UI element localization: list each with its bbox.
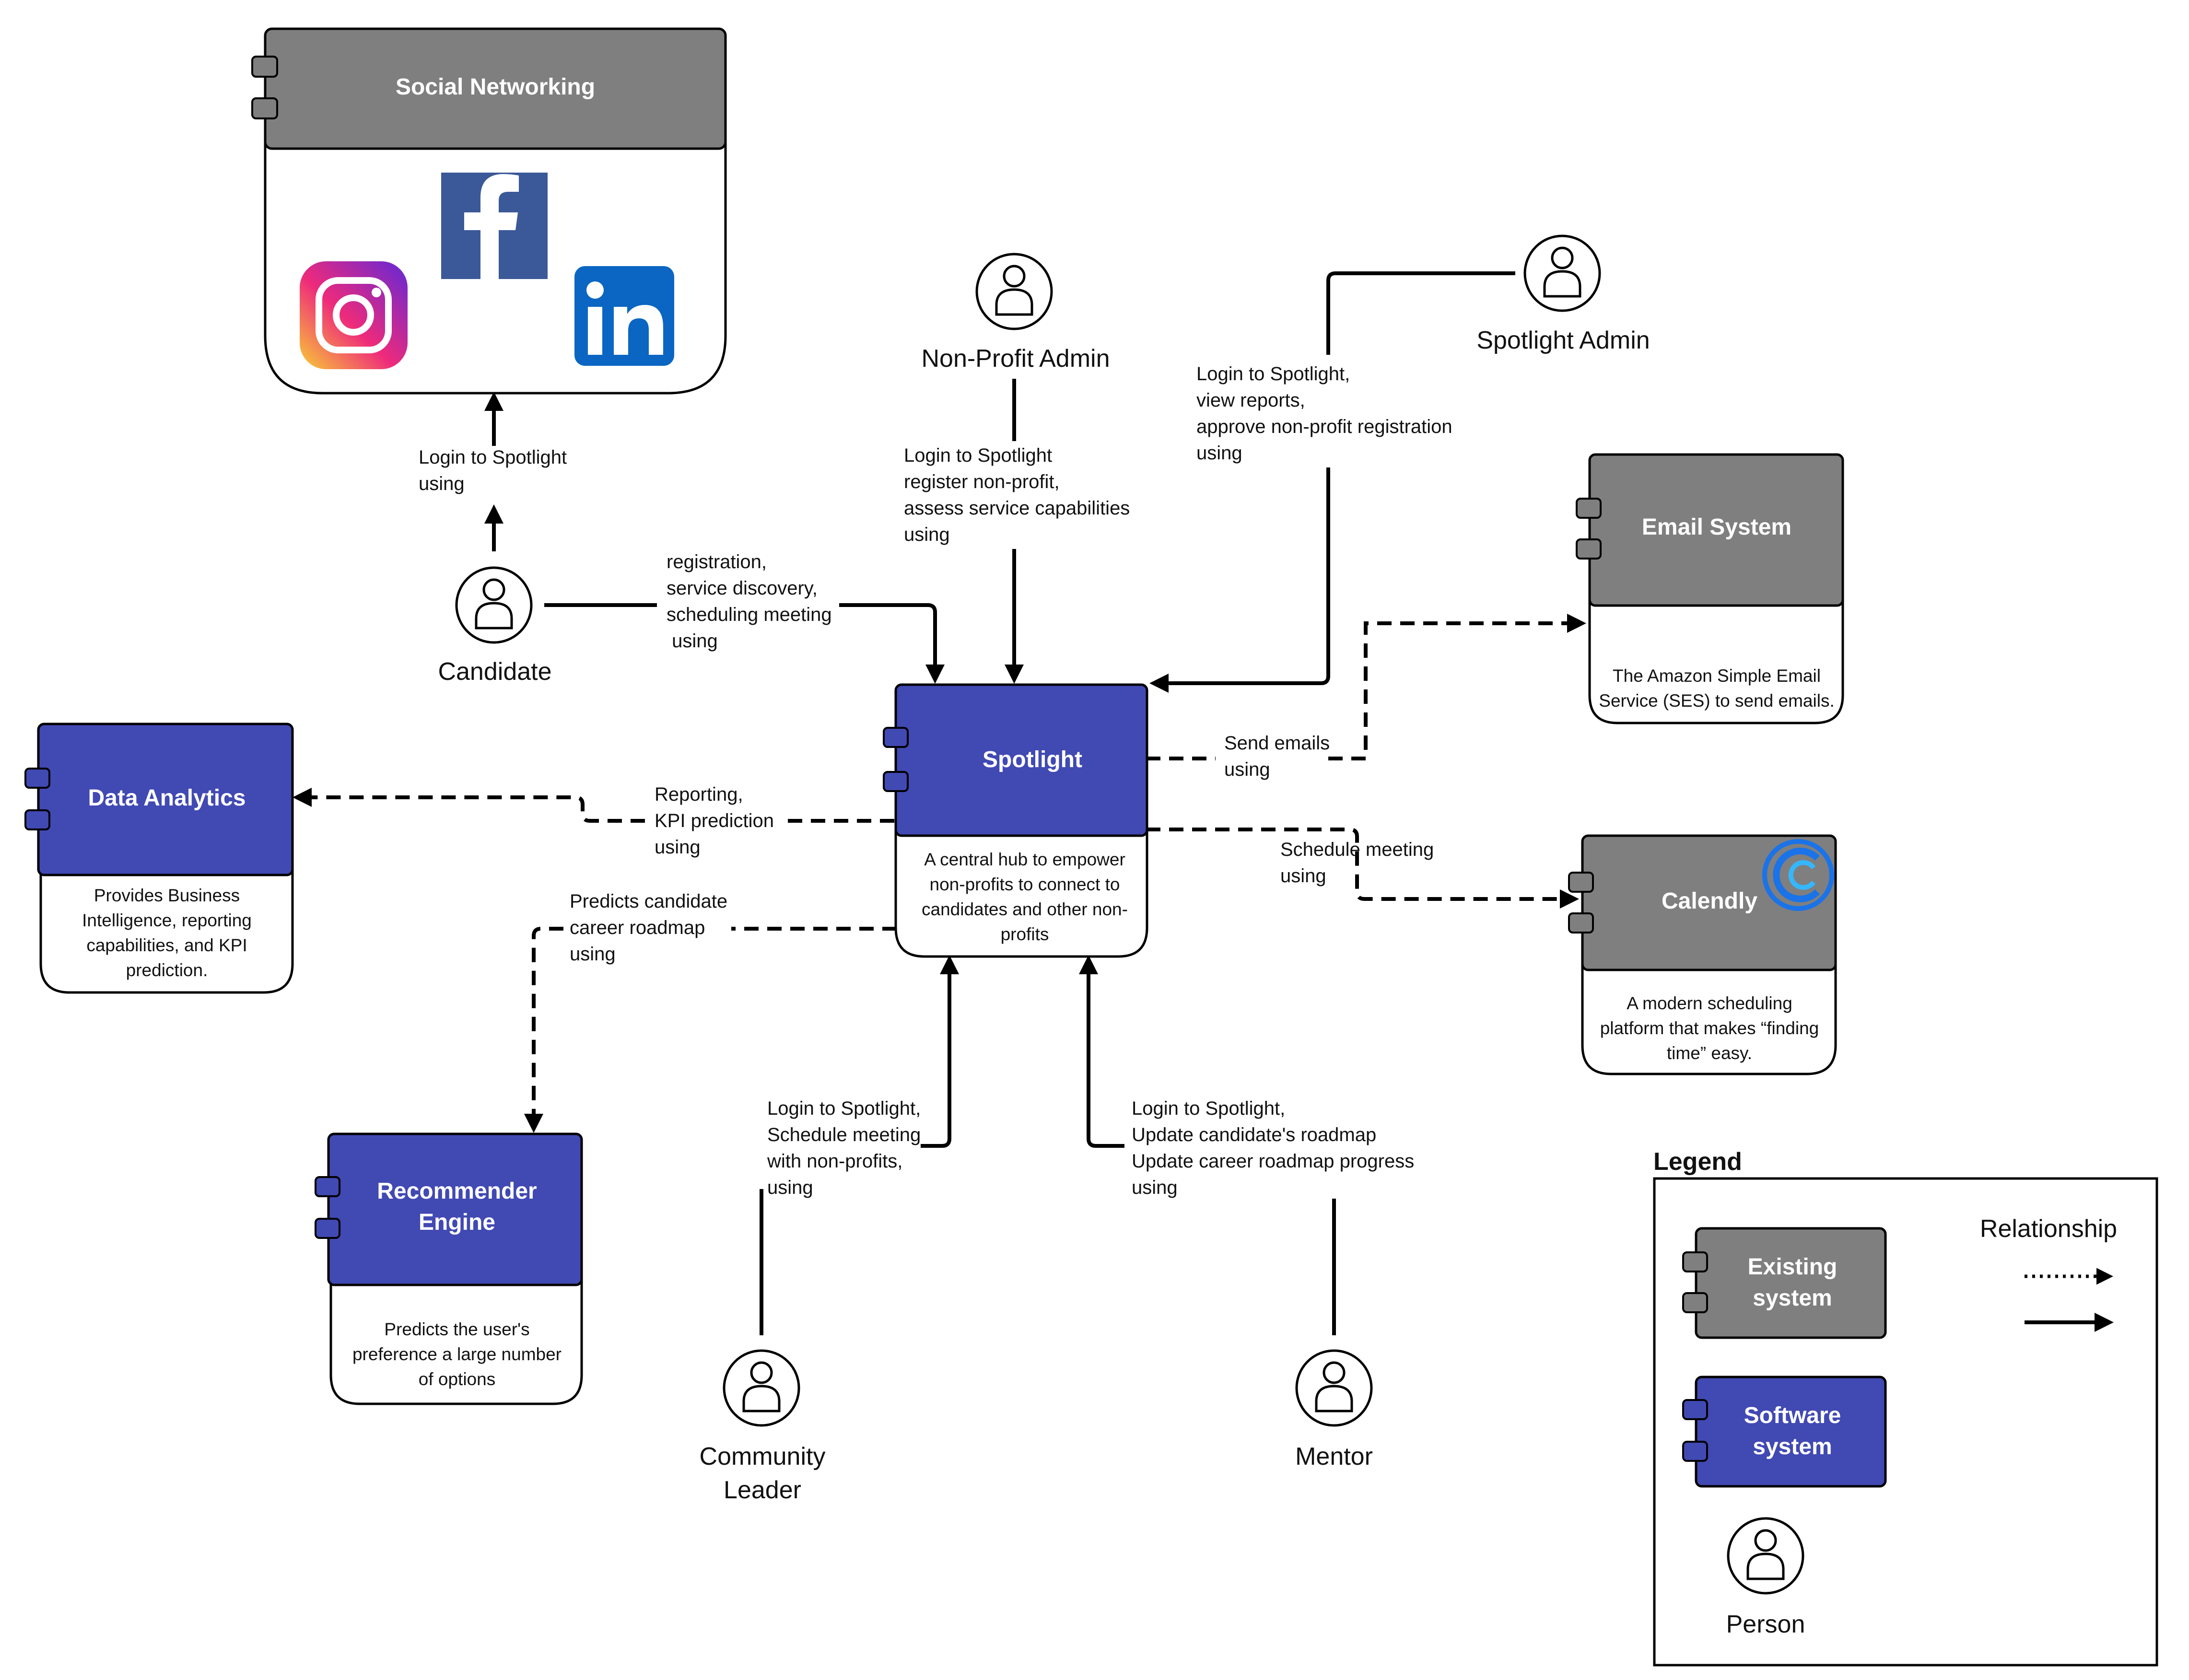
- legend-existing-box: [1695, 1227, 1887, 1339]
- social-networking-system: Social Networking: [251, 27, 727, 395]
- analytics-title: Data Analytics: [88, 785, 246, 811]
- person-nonprofit-admin: Non-Profit Admin: [921, 253, 1110, 373]
- calendly-header: [1581, 834, 1837, 971]
- port-icon: [1576, 538, 1602, 560]
- spotlight-header: [894, 683, 1148, 837]
- port-icon: [251, 56, 278, 78]
- linkedin-icon: [574, 266, 674, 366]
- port-icon: [1682, 1399, 1708, 1420]
- port-icon: [315, 1176, 340, 1197]
- calendly-logo-icon: [1762, 839, 1834, 911]
- email-header: [1588, 453, 1844, 607]
- edge-candidate-spotlight-2: [839, 603, 945, 684]
- label-candidate-spotlight: registration,service discovery,schedulin…: [667, 551, 832, 652]
- port-icon: [1682, 1292, 1708, 1313]
- person-label-spotlight-admin: Spotlight Admin: [1476, 327, 1650, 354]
- edge-spotlight-recommender-2: [524, 927, 563, 1133]
- person-spotlight-admin: Spotlight Admin: [1476, 234, 1650, 354]
- edge-leader-spotlight-2: [921, 955, 959, 1148]
- legend-person-label: Person: [1726, 1610, 1805, 1638]
- analytics-body: [39, 864, 294, 994]
- recommender-body: [329, 1274, 583, 1405]
- edge-spadmin-spotlight-2: [1149, 467, 1330, 693]
- connectors: [293, 271, 1586, 1335]
- edge-spotlight-calendly: [1146, 828, 1579, 909]
- person-icon: [1727, 1517, 1804, 1595]
- port-icon: [24, 809, 50, 830]
- label-spadmin-spotlight: Login to Spotlight,view reports,approve …: [1196, 363, 1452, 464]
- port-icon: [883, 727, 909, 748]
- calendly-title: Calendly: [1662, 888, 1757, 914]
- port-icon: [883, 771, 909, 792]
- port-icon: [1682, 1251, 1708, 1272]
- instagram-icon: [300, 261, 408, 369]
- label-mentor-spotlight: Login to Spotlight,Update candidate's ro…: [1132, 1098, 1414, 1198]
- port-icon: [1568, 872, 1594, 893]
- edge-spotlight-email-2: [1328, 614, 1586, 760]
- spotlight-title: Spotlight: [983, 747, 1082, 772]
- edge-spotlight-analytics-2: [293, 788, 645, 823]
- calendly-body: [1581, 960, 1837, 1075]
- edge-spadmin-spotlight: [1326, 271, 1515, 355]
- person-icon: [975, 253, 1053, 330]
- person-label-mentor: Mentor: [1295, 1443, 1373, 1470]
- social-title: Social Networking: [396, 74, 595, 100]
- facebook-icon: [441, 173, 548, 279]
- port-icon: [24, 768, 50, 789]
- person-icon: [455, 566, 533, 644]
- legend-software-box: [1695, 1376, 1887, 1488]
- person-label-candidate: Candidate: [438, 658, 551, 686]
- social-header: [264, 27, 727, 150]
- port-icon: [251, 97, 278, 119]
- port-icon: [1682, 1441, 1708, 1462]
- person-mentor: Mentor: [1295, 1349, 1373, 1470]
- person-icon: [1295, 1349, 1373, 1427]
- person-candidate: Candidate: [438, 566, 552, 686]
- edge-mentor-spotlight-2: [1079, 955, 1124, 1148]
- port-icon: [1576, 498, 1602, 519]
- email-body: [1588, 598, 1844, 724]
- spotlight-body: [894, 823, 1148, 958]
- legend-title: Legend: [1653, 1148, 1742, 1176]
- port-icon: [315, 1218, 340, 1239]
- person-icon: [1523, 234, 1601, 312]
- email-title: Email System: [1642, 514, 1791, 540]
- person-label-nonprofit-admin: Non-Profit Admin: [921, 345, 1110, 373]
- legend-relationship-label: Relationship: [1980, 1215, 2117, 1243]
- recommender-header: [327, 1132, 583, 1286]
- person-icon: [723, 1349, 800, 1427]
- port-icon: [1568, 912, 1594, 933]
- analytics-header: [37, 723, 294, 876]
